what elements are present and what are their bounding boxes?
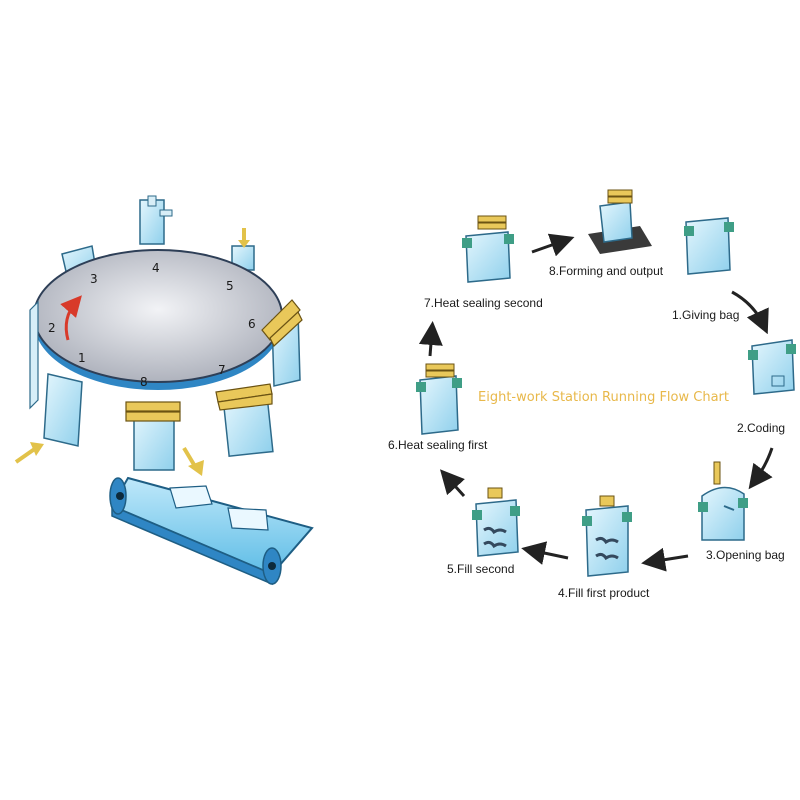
station-number: 4 bbox=[152, 261, 160, 275]
forming-output-icon bbox=[588, 189, 652, 254]
arrow-icon bbox=[748, 447, 774, 490]
station-number: 8 bbox=[140, 375, 148, 389]
feed-arrow-icon bbox=[14, 446, 38, 464]
step-label-2: 2.Coding bbox=[737, 421, 786, 435]
rotation-arrow-icon bbox=[60, 295, 82, 341]
step-label-1: 1.Giving bag bbox=[672, 308, 740, 322]
arrow-icon bbox=[521, 541, 569, 565]
arrow-icon bbox=[731, 290, 769, 335]
step-label-4: 4.Fill first product bbox=[558, 586, 650, 600]
output-conveyor bbox=[109, 476, 314, 586]
fill-first-icon bbox=[582, 495, 632, 577]
step-label-8: 8.Forming and output bbox=[549, 264, 664, 278]
heat-sealing-first-icon bbox=[416, 363, 462, 435]
arrow-icon bbox=[418, 321, 443, 357]
station-number: 1 bbox=[78, 351, 86, 365]
heat-sealing-second-icon bbox=[462, 215, 514, 283]
step-label-3: 3.Opening bag bbox=[706, 548, 785, 562]
station-number: 6 bbox=[248, 317, 256, 331]
arrow-icon bbox=[439, 469, 466, 498]
arrow-icon bbox=[531, 233, 575, 257]
opening-bag-icon bbox=[698, 461, 748, 541]
heat-sealer bbox=[125, 299, 303, 422]
turntable-machine: 1 2 3 4 5 6 7 8 bbox=[14, 195, 314, 586]
station-number: 5 bbox=[226, 279, 234, 293]
step-label-6: 6.Heat sealing first bbox=[388, 438, 488, 452]
station-number: 3 bbox=[90, 272, 98, 286]
flow-arrows bbox=[418, 233, 774, 572]
coding-icon bbox=[748, 339, 796, 395]
station-number: 7 bbox=[218, 363, 226, 377]
arrow-icon bbox=[641, 547, 689, 572]
step-label-7: 7.Heat sealing second bbox=[424, 296, 543, 310]
flow-chart bbox=[416, 189, 796, 577]
giving-bag-icon bbox=[684, 217, 734, 275]
step-label-5: 5.Fill second bbox=[447, 562, 515, 576]
fill-second-icon bbox=[472, 487, 520, 557]
flow-chart-title: Eight-work Station Running Flow Chart bbox=[478, 390, 729, 405]
station-number: 2 bbox=[48, 321, 56, 335]
